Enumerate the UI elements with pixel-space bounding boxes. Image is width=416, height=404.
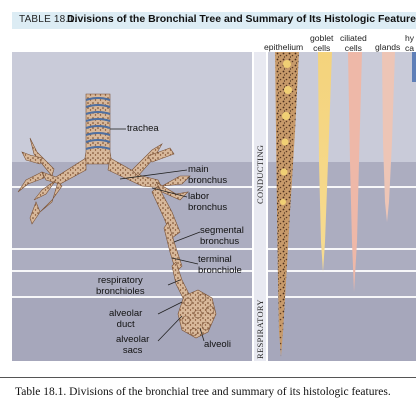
glands-taper	[382, 52, 395, 222]
caption-divider	[0, 377, 416, 378]
table-number: TABLE 18.1.	[19, 14, 78, 25]
col-cut-line2: ca	[405, 42, 415, 53]
rule-4	[12, 296, 416, 298]
label-segmental-bronchus-line1: segmental	[200, 225, 244, 236]
ciliated-taper	[348, 52, 362, 292]
col-goblet-line1: goblet	[310, 33, 334, 43]
label-main-bronchus: main bronchus	[188, 164, 227, 186]
rule-1	[12, 186, 416, 188]
label-segmental-bronchus-line2: bronchus	[200, 236, 240, 247]
col-cut-label: hy ca	[405, 33, 415, 53]
label-alveolar-sacs: alveolar sacs	[116, 334, 149, 356]
leader-lines	[110, 128, 205, 342]
label-lobar-bronchus: labor bronchus	[188, 191, 227, 213]
bronchial-tree-diagram	[12, 52, 416, 361]
col-cut-line1: hy	[405, 33, 415, 43]
band-conducting-lower	[12, 162, 416, 297]
label-respiratory-bronchioles-line2: bronchioles	[96, 286, 145, 297]
table-title: Divisions of the Bronchial Tree and Summ…	[67, 13, 416, 25]
divider-right	[266, 52, 268, 361]
label-lobar-bronchus-line1: labor	[188, 191, 210, 202]
trachea-rings	[85, 97, 111, 150]
epithelium-wedge	[275, 52, 299, 357]
label-main-bronchus-line1: main	[188, 164, 209, 175]
col-ciliated-cells: ciliated cells	[340, 33, 367, 53]
table-header-bar: TABLE 18.1. Divisions of the Bronchial T…	[12, 12, 416, 29]
label-alveolar-duct-line1: alveolar	[109, 308, 143, 319]
goblet-taper	[318, 52, 332, 272]
col-goblet-line2: cells	[313, 42, 331, 53]
figure-caption: Table 18.1. Divisions of the bronchial t…	[15, 386, 391, 398]
zone-respiratory-label: RESPIRATORY	[255, 299, 265, 359]
label-segmental-bronchus: segmental bronchus	[200, 225, 244, 247]
col-epithelium: epithelium	[264, 42, 304, 52]
divider-left	[252, 52, 254, 361]
bronchial-tree	[17, 93, 217, 339]
cut-column	[412, 52, 416, 82]
label-alveolar-sacs-line2: sacs	[122, 345, 143, 356]
diagram-panel: CONDUCTING RESPIRATORY trachea main bron…	[12, 52, 416, 361]
col-ciliated-line1: ciliated	[340, 33, 367, 43]
col-ciliated-line2: cells	[344, 42, 362, 53]
label-respiratory-bronchioles-line1: respiratory	[97, 275, 143, 286]
label-lobar-bronchus-line2: bronchus	[188, 202, 228, 213]
label-terminal-bronchiole: terminal bronchiole	[198, 254, 242, 276]
rule-3	[12, 270, 416, 272]
label-terminal-bronchiole-line1: terminal	[198, 254, 232, 265]
col-glands: glands	[375, 42, 401, 52]
rule-2	[12, 248, 416, 250]
label-alveolar-duct-line2: duct	[116, 319, 135, 330]
col-goblet-cells: goblet cells	[310, 33, 334, 53]
label-alveolar-duct: alveolar duct	[109, 308, 142, 330]
label-main-bronchus-line2: bronchus	[188, 175, 228, 186]
label-respiratory-bronchioles: respiratory bronchioles	[96, 275, 145, 297]
label-alveolar-sacs-line1: alveolar	[116, 334, 150, 345]
label-alveoli: alveoli	[204, 339, 231, 350]
zone-strip	[254, 52, 266, 361]
label-trachea: trachea	[127, 123, 159, 134]
zone-conducting-label: CONDUCTING	[255, 144, 265, 204]
label-terminal-bronchiole-line2: bronchiole	[198, 265, 242, 276]
